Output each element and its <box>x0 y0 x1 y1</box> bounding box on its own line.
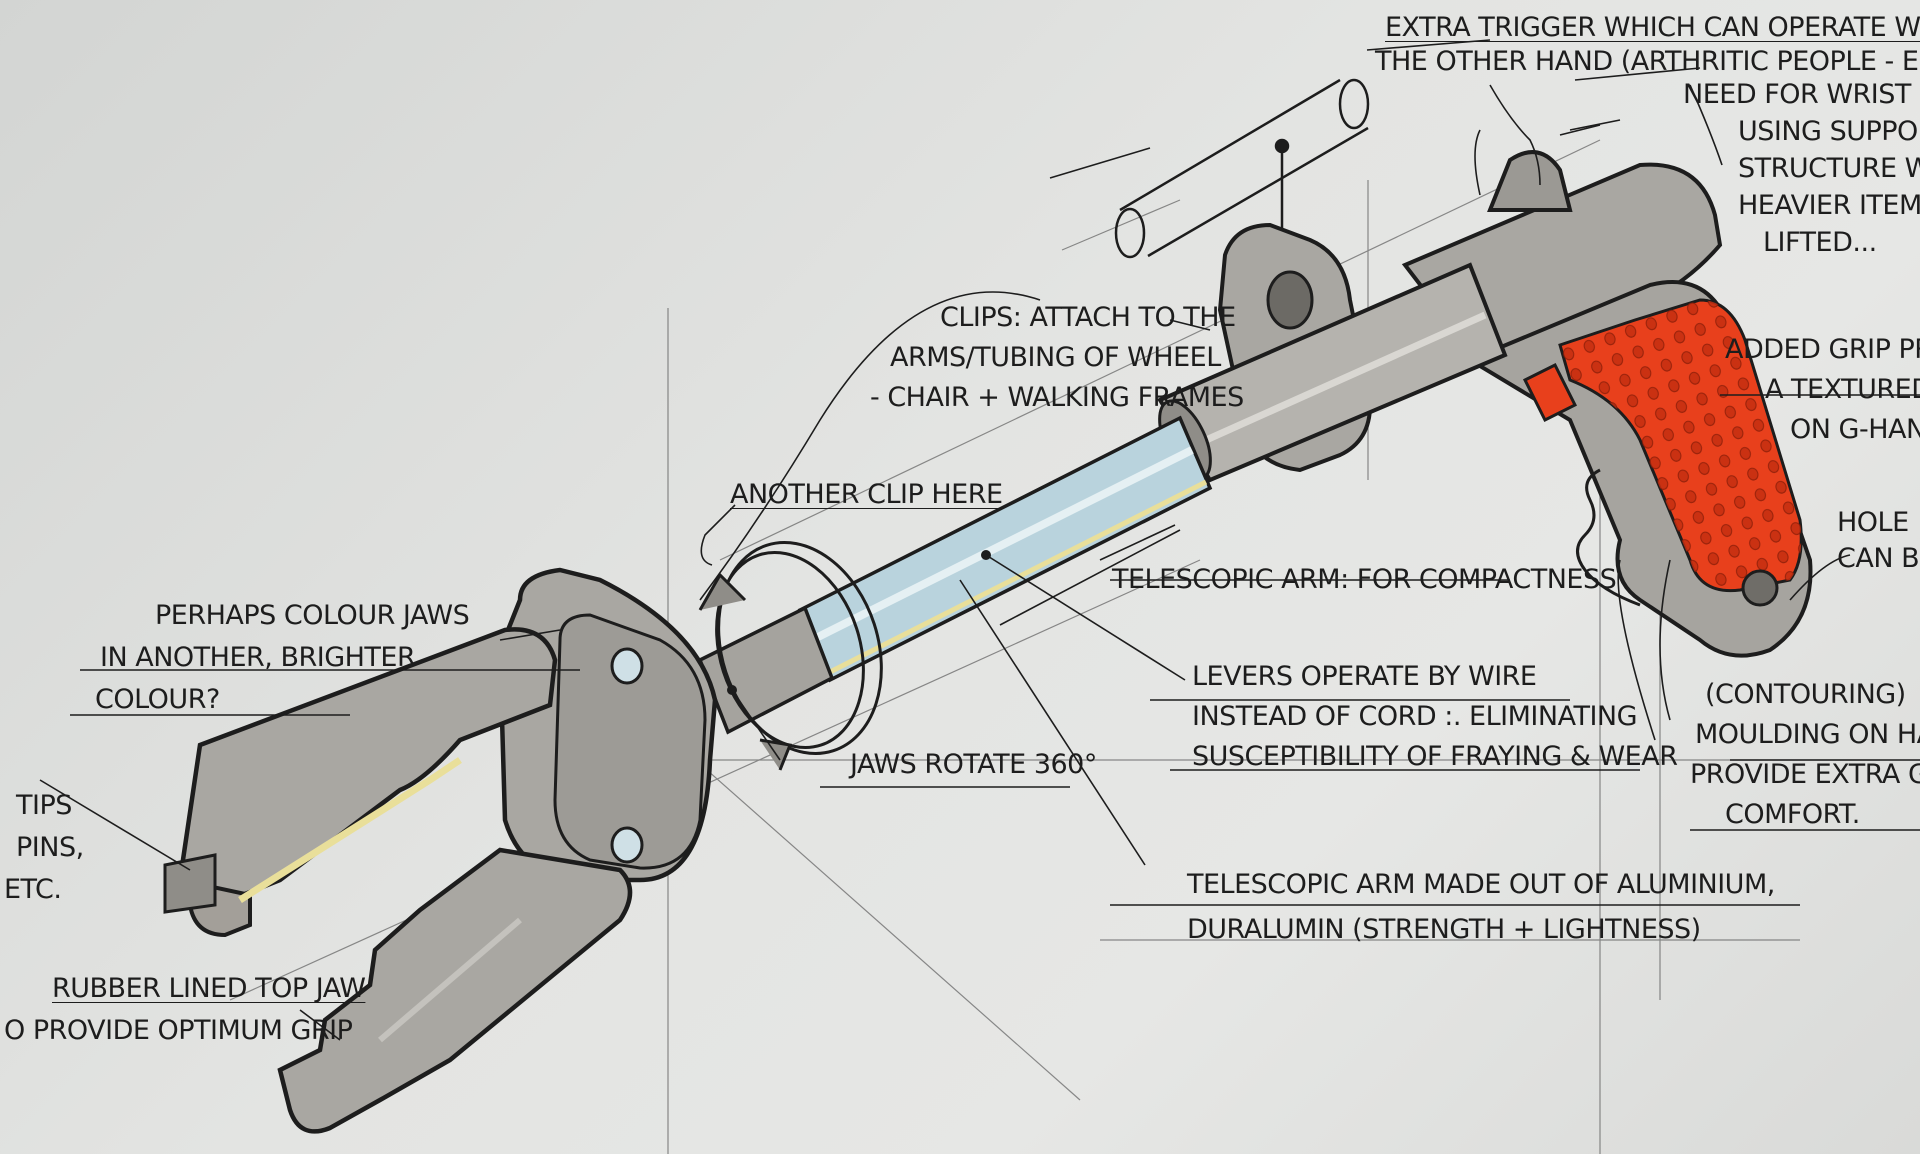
note-line: TELESCOPIC ARM: FOR COMPACTNESS <box>1112 564 1617 595</box>
note-line: STRUCTURE WOU <box>1738 153 1920 184</box>
note-line: IN ANOTHER, BRIGHTER <box>100 642 416 673</box>
note-line: ARMS/TUBING OF WHEEL <box>890 342 1221 373</box>
note-another-clip: ANOTHER CLIP HERE <box>730 475 1003 515</box>
note-line: PROVIDE EXTRA GR <box>1690 759 1920 790</box>
note-line: (CONTOURING) <box>1705 679 1906 710</box>
note-line: HEAVIER ITEMS <box>1738 190 1920 221</box>
note-line: THE OTHER HAND (ARTHRITIC PEOPLE - ELD <box>1375 46 1920 77</box>
note-line: PINS, <box>16 832 84 863</box>
note-line: ADDED GRIP PRO <box>1725 334 1920 365</box>
note-clips: CLIPS: ATTACH TO THE ARMS/TUBING OF WHEE… <box>870 298 1244 418</box>
note-hole: HOLE CAN B <box>1837 505 1920 577</box>
note-line: TELESCOPIC ARM MADE OUT OF ALUMINIUM, <box>1187 869 1775 900</box>
note-line: CAN B <box>1837 543 1920 574</box>
note-line: ETC. <box>4 874 62 905</box>
note-colour-jaws: PERHAPS COLOUR JAWS IN ANOTHER, BRIGHTER… <box>95 595 470 721</box>
note-line: COLOUR? <box>95 684 220 715</box>
note-line: ANOTHER CLIP HERE <box>730 479 1003 510</box>
rotation-ring <box>698 540 883 771</box>
note-line: LEVERS OPERATE BY WIRE <box>1192 661 1537 692</box>
note-line: USING SUPPORT <box>1738 116 1920 147</box>
note-line: HOLE <box>1837 507 1909 538</box>
note-line: PERHAPS COLOUR JAWS <box>155 600 470 631</box>
note-levers-wire: LEVERS OPERATE BY WIRE INSTEAD OF CORD :… <box>1192 657 1678 777</box>
lower-jaw <box>277 847 633 1134</box>
note-line: JAWS ROTATE 360° <box>850 749 1097 780</box>
upper-jaw <box>163 627 558 938</box>
note-line: A TEXTURED <box>1765 374 1920 405</box>
note-line: NEED FOR WRIST SU <box>1683 79 1920 110</box>
construction-lines <box>229 139 1880 1154</box>
note-telescopic-compact: TELESCOPIC ARM: FOR COMPACTNESS <box>1112 560 1617 600</box>
note-extra-trigger-cont: THE OTHER HAND (ARTHRITIC PEOPLE - ELD <box>1375 42 1920 82</box>
note-jaws-rotate: JAWS ROTATE 360° <box>850 745 1097 785</box>
note-line: TIPS <box>16 790 72 821</box>
note-line: RUBBER LINED TOP JAW <box>52 973 366 1004</box>
note-line: COMFORT. <box>1725 799 1860 830</box>
handle <box>1401 150 1813 658</box>
note-rubber-jaw: RUBBER LINED TOP JAW O PROVIDE OPTIMUM G… <box>4 968 366 1052</box>
note-line: DURALUMIN (STRENGTH + LIGHTNESS) <box>1187 914 1701 945</box>
note-extra-trigger-side: NEED FOR WRIST SU USING SUPPORT STRUCTUR… <box>1683 76 1920 261</box>
note-added-grip: ADDED GRIP PRO A TEXTURED ON G-HAN <box>1725 330 1920 450</box>
leader-lines <box>39 39 1920 1041</box>
note-line: SUSCEPTIBILITY OF FRAYING & WEAR <box>1192 741 1678 772</box>
note-line: LIFTED... <box>1763 227 1877 258</box>
note-line: EXTRA TRIGGER WHICH CAN OPERATE WITH US <box>1385 12 1920 43</box>
note-line: INSTEAD OF CORD :. ELIMINATING <box>1192 701 1638 732</box>
note-line: - CHAIR + WALKING FRAMES <box>870 382 1244 413</box>
note-aluminium: TELESCOPIC ARM MADE OUT OF ALUMINIUM, DU… <box>1187 862 1775 952</box>
note-line: ON G-HAN <box>1790 414 1920 445</box>
note-contouring: (CONTOURING) MOULDING ON HAN PROVIDE EXT… <box>1690 675 1920 835</box>
note-line: MOULDING ON HAN <box>1695 719 1920 750</box>
note-line: CLIPS: ATTACH TO THE <box>940 302 1236 333</box>
note-tips: TIPS PINS, ETC. <box>4 785 84 911</box>
note-line: O PROVIDE OPTIMUM GRIP <box>4 1015 353 1046</box>
jaw-head <box>497 567 718 883</box>
note-extra-trigger: EXTRA TRIGGER WHICH CAN OPERATE WITH US <box>1385 8 1920 48</box>
